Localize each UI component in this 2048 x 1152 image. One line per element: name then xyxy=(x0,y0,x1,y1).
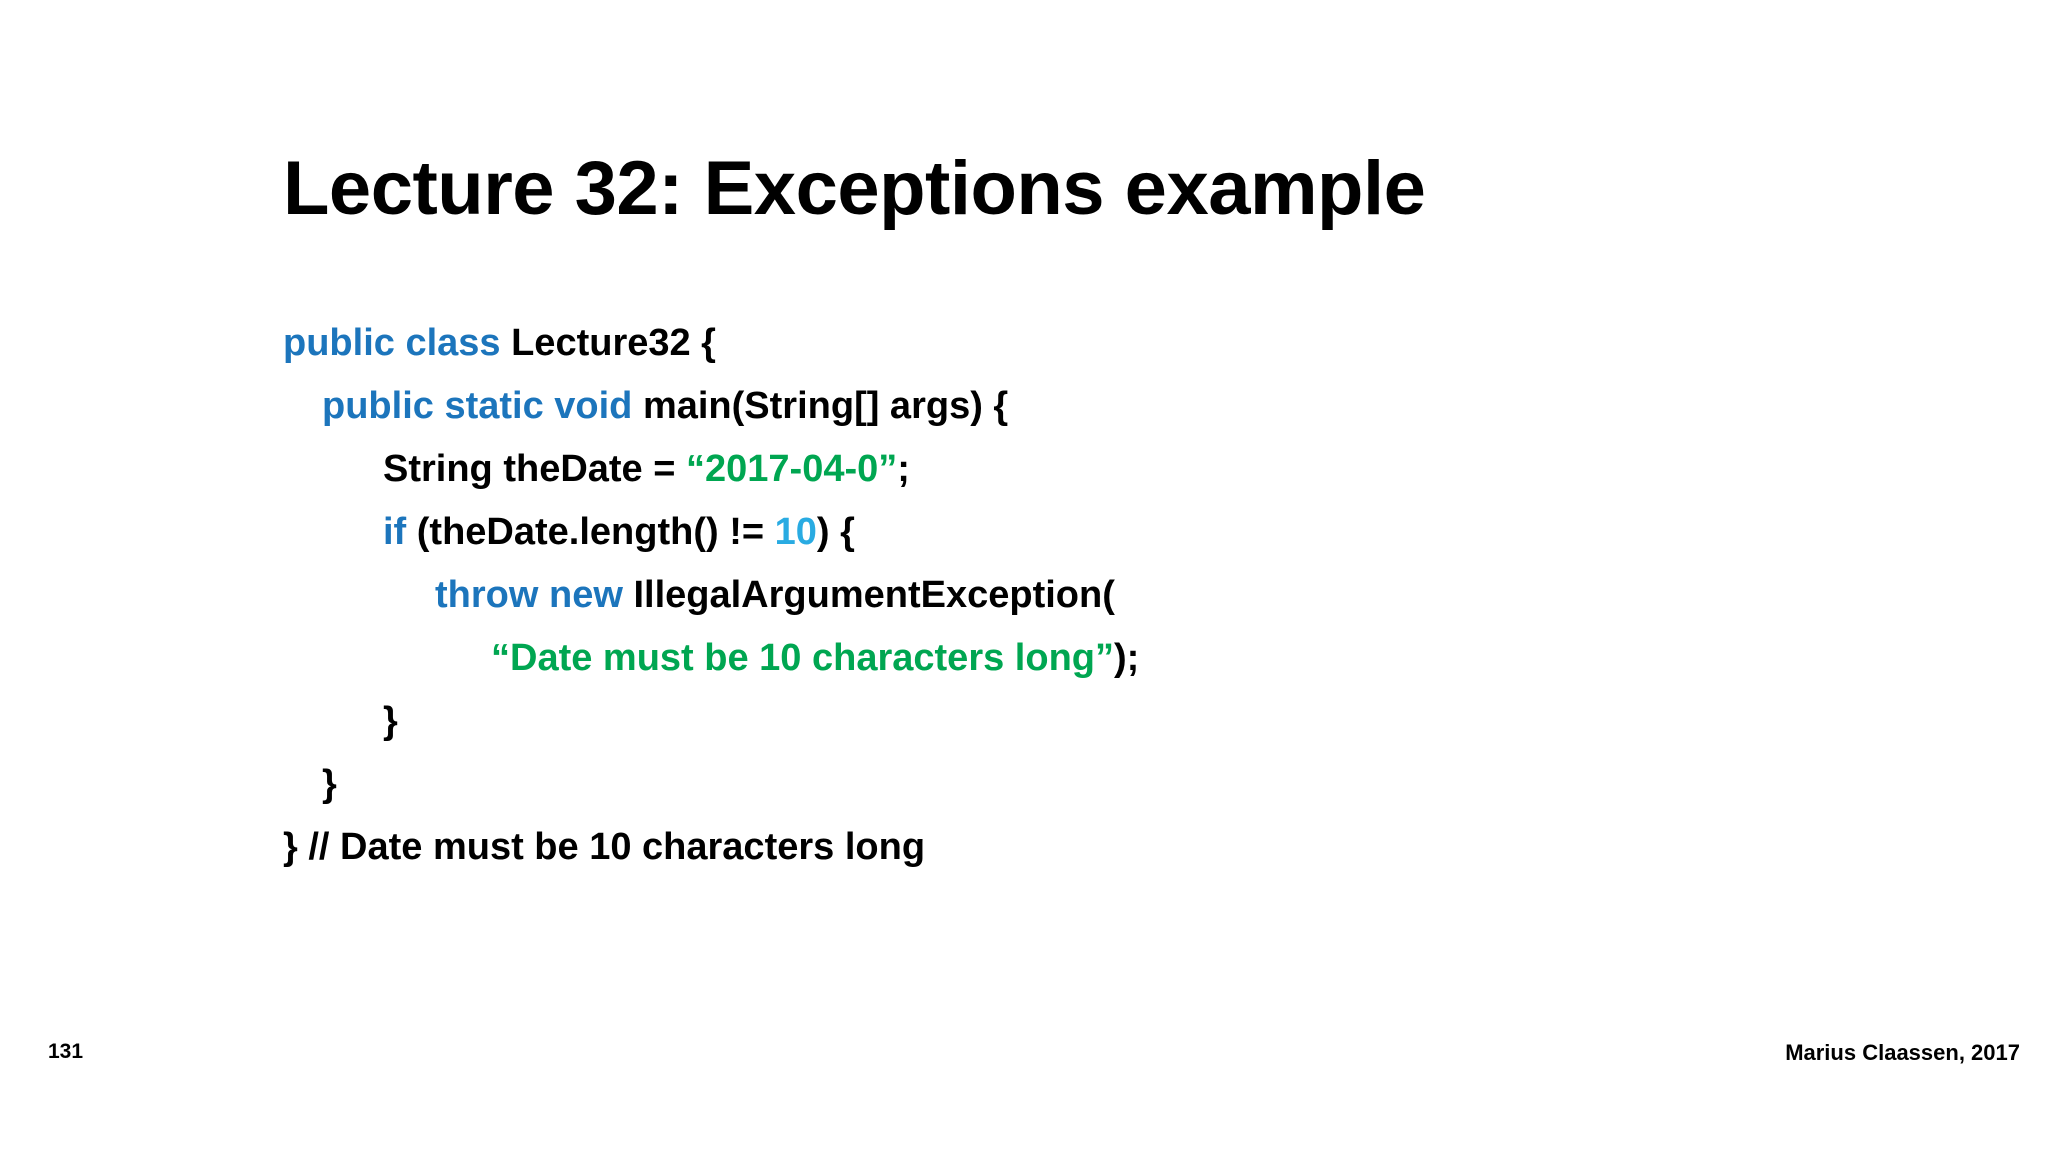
code-block: public class Lecture32 {public static vo… xyxy=(283,312,1883,879)
code-token-plain: ); xyxy=(1114,637,1140,679)
code-token-string: “2017-04-0” xyxy=(686,448,898,490)
code-line: } xyxy=(283,690,1883,753)
code-token-plain: } xyxy=(283,826,309,868)
code-token-keyword: public static void xyxy=(322,385,643,427)
code-token-number: 10 xyxy=(774,511,817,553)
code-token-keyword: throw new xyxy=(435,574,634,616)
code-token-plain: Lecture32 { xyxy=(511,322,716,364)
code-token-plain: IllegalArgumentException( xyxy=(633,574,1115,616)
code-line: } // Date must be 10 characters long xyxy=(283,816,1883,879)
author-credit: Marius Claassen, 2017 xyxy=(1785,1040,2020,1065)
code-token-plain: ; xyxy=(897,448,910,490)
code-token-keyword: public class xyxy=(283,322,512,364)
code-token-plain: main(String[] args) { xyxy=(642,385,1009,427)
code-token-plain: } xyxy=(383,700,398,742)
page-number: 131 xyxy=(48,1040,84,1063)
code-line: if (theDate.length() != 10) { xyxy=(283,501,1883,564)
code-line: throw new IllegalArgumentException( xyxy=(283,564,1883,627)
code-line: String theDate = “2017-04-0”; xyxy=(283,438,1883,501)
code-token-comment: // Date must be 10 characters long xyxy=(308,826,926,868)
code-line: } xyxy=(283,753,1883,816)
code-line: “Date must be 10 characters long”); xyxy=(283,627,1883,690)
page-title: Lecture 32: Exceptions example xyxy=(283,145,1426,231)
code-token-plain: (theDate.length() != xyxy=(406,511,775,553)
code-token-string: “Date must be 10 characters long” xyxy=(491,637,1114,679)
code-line: public class Lecture32 { xyxy=(283,312,1883,375)
code-token-plain: String theDate = xyxy=(383,448,686,490)
code-token-keyword: if xyxy=(383,511,407,553)
code-line: public static void main(String[] args) { xyxy=(283,375,1883,438)
code-token-plain: ) { xyxy=(816,511,855,553)
code-token-plain: } xyxy=(322,763,337,805)
